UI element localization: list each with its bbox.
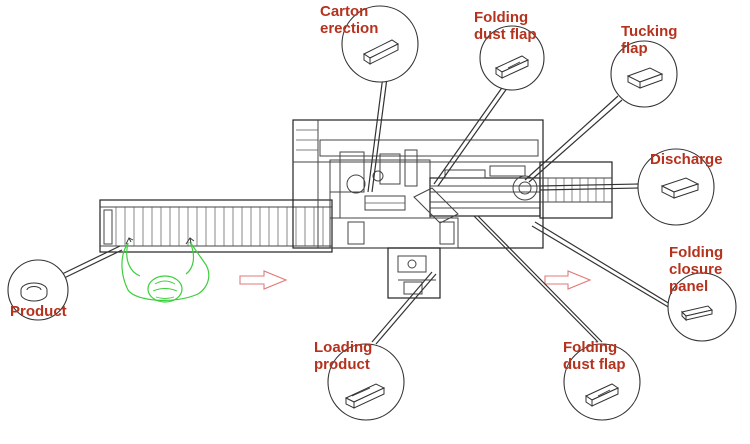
folding-dust-flap-bottom-label: Folding dust flap [563, 339, 626, 373]
folding-closure-panel-label: Folding closure panel [669, 244, 727, 295]
callout-folding-dust-flap-top [479, 25, 545, 91]
callout-tucking-flap [610, 40, 678, 108]
callout-carton-erection [341, 5, 419, 83]
discharge-label: Discharge [650, 151, 723, 168]
callout-discharge [637, 148, 715, 226]
operator-hands-icon [125, 236, 195, 245]
callout-folding-closure-panel [667, 272, 737, 342]
loading-product-label: Loading product [314, 339, 377, 373]
carton-erection-label: Carton erection [320, 3, 378, 37]
tucking-flap-label: Tucking flap [621, 23, 682, 57]
carton-box-icon [681, 305, 713, 322]
machine-drawing [99, 119, 613, 299]
operator-figure-icon [121, 241, 210, 303]
carton-box-icon [584, 383, 620, 407]
callout-product [7, 259, 69, 321]
flow-arrow-icon [544, 270, 592, 290]
carton-box-icon [660, 177, 700, 199]
infeed-conveyor [99, 199, 333, 253]
carton-box-icon [363, 39, 399, 65]
product-label: Product [10, 303, 67, 320]
callout-loading-product [327, 343, 405, 421]
carton-box-icon [494, 55, 530, 79]
flow-arrow-icon [239, 270, 288, 290]
product-roll-icon [20, 282, 48, 302]
carton-box-icon [626, 67, 664, 89]
carton-box-icon [344, 383, 386, 409]
folding-dust-flap-top-label: Folding dust flap [474, 9, 537, 43]
conveyor-slats [115, 207, 324, 246]
callout-folding-dust-flap-bottom [563, 343, 641, 421]
pointer-lines [57, 75, 671, 345]
main-frame [292, 119, 613, 299]
